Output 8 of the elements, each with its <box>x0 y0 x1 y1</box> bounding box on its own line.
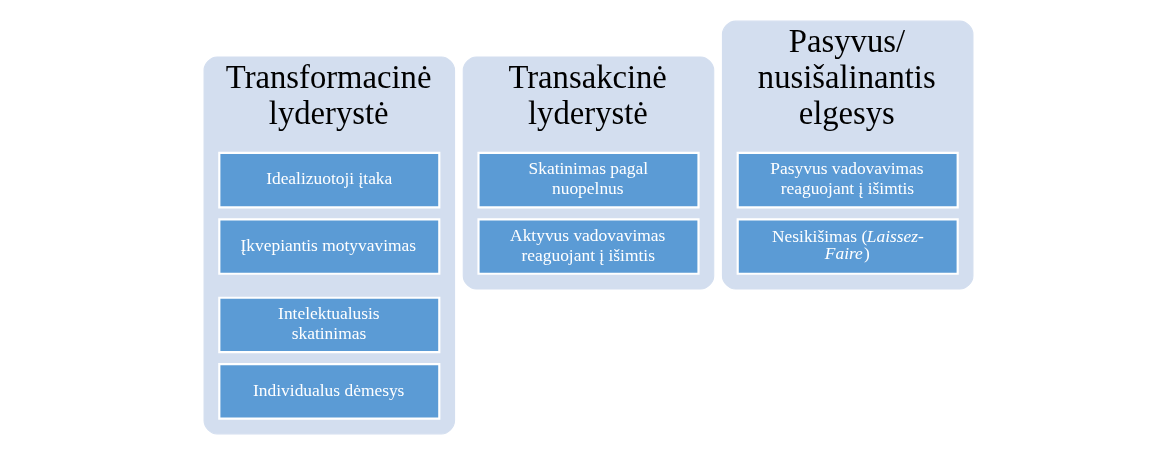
node-box: Individualus dėmesys <box>217 363 440 420</box>
node-box: Skatinimas pagal nuopelnus <box>476 151 700 209</box>
node-box: Aktyvus vadovavimas reaguojant į išimtis <box>476 218 700 275</box>
node-box: Pasyvus vadovavimas reaguojant į išimtis <box>736 151 959 209</box>
node-box: Įkvepiantis motyvavimas <box>217 218 440 275</box>
node-box: Nesikišimas (Laissez-Faire) <box>736 218 959 275</box>
node-box: Idealizuotoji įtaka <box>217 151 440 209</box>
node-box: Intelektualusis skatinimas <box>217 296 440 354</box>
